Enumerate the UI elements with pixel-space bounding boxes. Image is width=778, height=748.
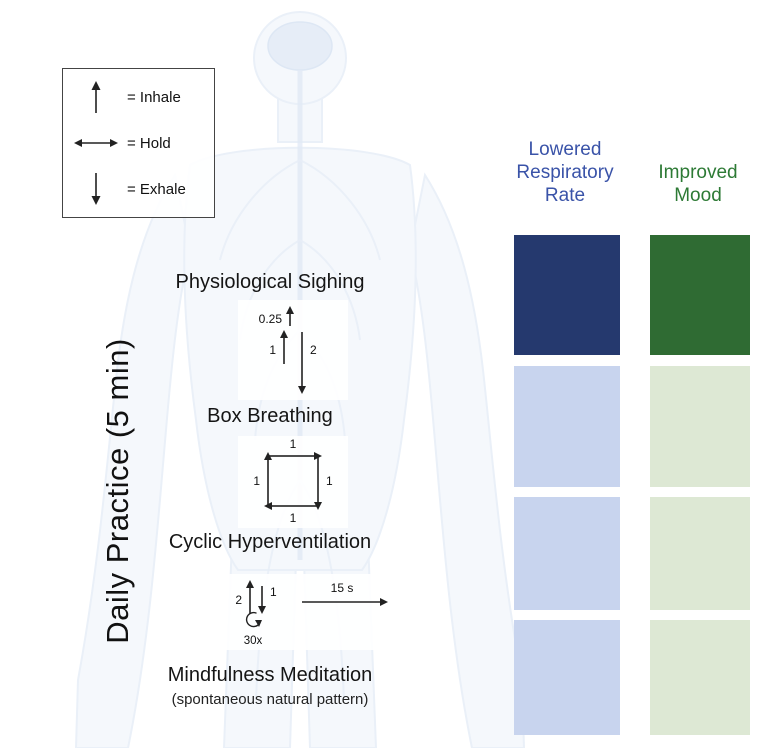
box-left-count: 1 bbox=[253, 474, 260, 488]
outcome-cell-respiratory-box bbox=[514, 366, 620, 487]
up-arrow-icon bbox=[73, 79, 119, 115]
practice-title-cyclic-hyperventilation: Cyclic Hyperventilation bbox=[168, 531, 372, 553]
box-hold-bottom-arrowhead bbox=[264, 502, 272, 510]
daily-practice-label: Daily Practice (5 min) bbox=[100, 338, 135, 644]
outcome-cell-respiratory-sighing bbox=[514, 235, 620, 355]
cyclic-hold-duration: 15 s bbox=[331, 581, 354, 595]
respiratory-header-line-2: Respiratory bbox=[516, 162, 614, 183]
box-exhale-arrowhead bbox=[314, 502, 322, 510]
legend-item-hold: = Hold bbox=[73, 121, 204, 165]
box-right-count: 1 bbox=[326, 474, 333, 488]
box-breathing-diagram: 1 1 1 1 bbox=[238, 436, 348, 528]
legend-item-inhale: = Inhale bbox=[73, 75, 204, 119]
practice-title-box-breathing: Box Breathing bbox=[207, 405, 333, 427]
arrow-legend: = Inhale = Hold = Exhale bbox=[62, 68, 215, 218]
outcome-cell-mood-box bbox=[650, 366, 750, 487]
mood-header-line-1: Improved bbox=[658, 162, 738, 183]
box-inhale-arrowhead bbox=[264, 452, 272, 460]
left-right-arrow-icon bbox=[73, 136, 119, 150]
mood-header-line-2: Mood bbox=[674, 185, 722, 206]
physiological-sighing-diagram: 0.25 1 2 bbox=[238, 300, 348, 400]
practice-title-mindfulness-meditation: Mindfulness Meditation bbox=[167, 664, 373, 686]
box-hold-top-arrowhead bbox=[314, 452, 322, 460]
exhale-arrow bbox=[298, 332, 306, 394]
head-shape bbox=[253, 11, 347, 105]
practice-title-physiological-sighing: Physiological Sighing bbox=[175, 271, 365, 293]
inhale-arrow bbox=[280, 330, 288, 364]
sigh-inhale-count: 1 bbox=[269, 343, 276, 357]
inhale-arrow bbox=[246, 580, 254, 614]
box-bottom-count: 1 bbox=[290, 511, 297, 525]
legend-hold-label: = Hold bbox=[127, 134, 171, 152]
second-inhale-arrow bbox=[286, 306, 294, 326]
sigh-second-inhale-count: 0.25 bbox=[259, 312, 283, 326]
outcome-cell-mood-mindfulness bbox=[650, 620, 750, 735]
right-arm-shape bbox=[408, 172, 526, 748]
legend-inhale-label: = Inhale bbox=[127, 88, 181, 106]
outcome-cell-mood-cyclic bbox=[650, 497, 750, 610]
outcome-cell-respiratory-mindfulness bbox=[514, 620, 620, 735]
legend-item-exhale: = Exhale bbox=[73, 167, 204, 211]
legend-exhale-label: = Exhale bbox=[127, 180, 186, 198]
down-arrow-icon bbox=[73, 171, 119, 207]
cyclic-inhale-count: 2 bbox=[235, 593, 242, 607]
hold-arrow bbox=[302, 598, 388, 606]
repeat-loop-icon bbox=[245, 611, 262, 628]
respiratory-header-line-1: Lowered bbox=[528, 139, 602, 160]
outcome-header-respiratory: Lowered Respiratory Rate bbox=[500, 138, 630, 207]
sigh-exhale-count: 2 bbox=[310, 343, 317, 357]
outcome-header-mood: Improved Mood bbox=[638, 161, 758, 207]
outcome-cell-respiratory-cyclic bbox=[514, 497, 620, 610]
box-path bbox=[267, 455, 319, 507]
mindfulness-subtitle: (spontaneous natural pattern) bbox=[171, 691, 369, 708]
neck-shape bbox=[277, 91, 323, 143]
cyclic-repeat-count: 30x bbox=[244, 635, 263, 647]
exhale-arrow bbox=[258, 586, 266, 614]
outcome-cell-mood-sighing bbox=[650, 235, 750, 355]
cyclic-hyperventilation-diagram: 2 1 15 s 30x bbox=[226, 574, 396, 650]
box-top-count: 1 bbox=[290, 437, 297, 451]
respiratory-header-line-3: Rate bbox=[544, 185, 586, 206]
brain-shape bbox=[267, 21, 333, 71]
cyclic-exhale-count: 1 bbox=[270, 585, 277, 599]
